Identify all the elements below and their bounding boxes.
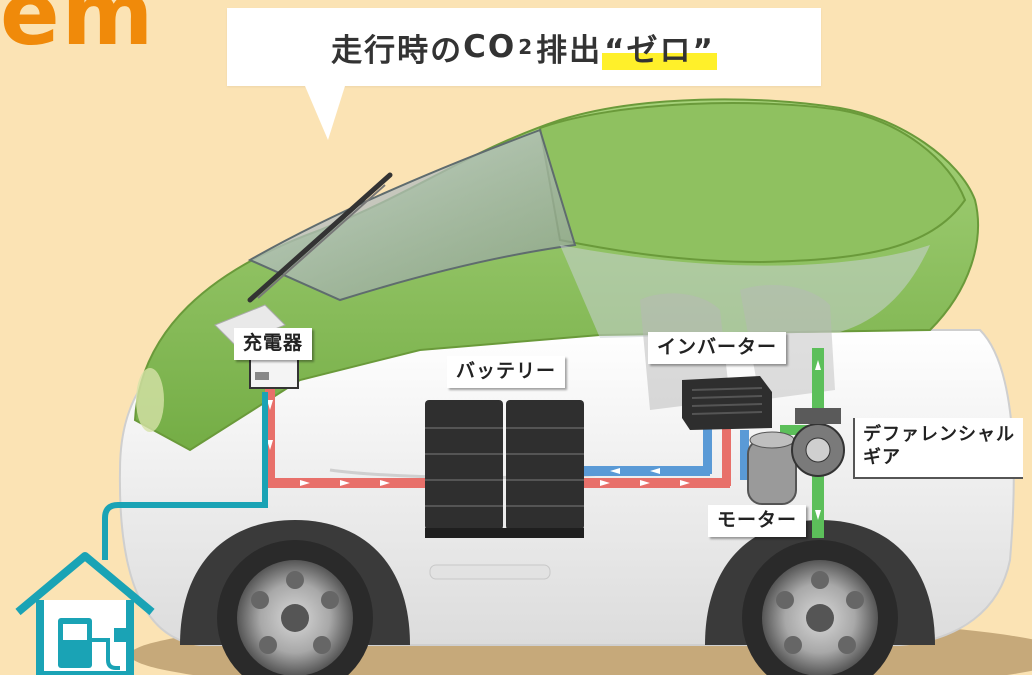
heading-fragment: em (0, 0, 156, 65)
bubble-sub: 2 (518, 35, 535, 59)
differential-gear-icon (791, 408, 845, 477)
wiper (247, 172, 393, 303)
side-mirror (214, 304, 286, 346)
label-differential-line1: デファレンシャル (863, 424, 1015, 445)
battery-pack-icon (425, 400, 584, 538)
flow-arrows (267, 360, 821, 520)
home-charging-icon (15, 552, 155, 675)
label-battery: バッテリー (447, 356, 566, 388)
bubble-mid: 排出 (536, 32, 603, 69)
front-wheel (217, 540, 373, 675)
wiper-blade (257, 184, 386, 299)
label-charger: 充電器 (234, 328, 313, 360)
label-motor: モーター (708, 505, 807, 537)
rear-wheel (742, 540, 898, 675)
bubble-prefix: 走行時の (331, 32, 464, 69)
label-differential-line2: ギア (863, 447, 901, 469)
motor-unit-icon (747, 431, 797, 505)
label-inverter: インバーター (648, 332, 787, 364)
car-roof (538, 102, 967, 264)
headlight (136, 368, 164, 432)
door-handle (429, 564, 551, 580)
label-differential: デファレンシャル ギア (853, 418, 1023, 479)
bubble-co: CO (463, 29, 517, 65)
power-flow-blue (580, 428, 749, 480)
bubble-highlight: “ゼロ” (602, 24, 717, 70)
inverter-unit-icon (682, 376, 772, 430)
charging-cable (102, 392, 268, 560)
seat-rear (740, 285, 835, 400)
car-windshield (247, 128, 577, 302)
